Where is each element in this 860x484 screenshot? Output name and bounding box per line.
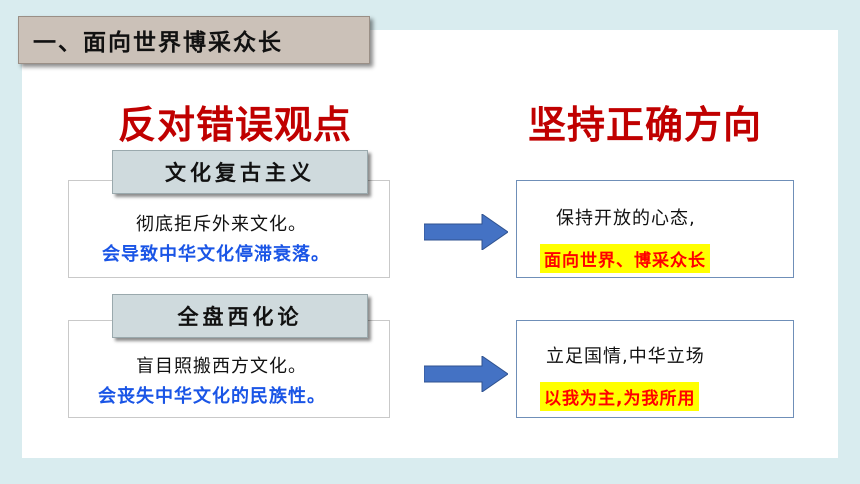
row1-right-highlight: 面向世界、博采众长 xyxy=(540,244,710,273)
row2-line1: 盲目照搬西方文化。 xyxy=(136,356,307,377)
row1-label: 文化复古主义 xyxy=(112,150,368,194)
row1-left-box xyxy=(68,180,390,278)
row1-right-line: 保持开放的心态, xyxy=(556,208,696,229)
section-title: 一、面向世界博采众长 xyxy=(18,16,370,64)
row2-right-highlight: 以我为主,为我所用 xyxy=(540,382,700,411)
row2-label: 全盘西化论 xyxy=(112,294,368,338)
row2-right-line: 立足国情,中华立场 xyxy=(546,346,705,367)
section-title-text: 一、面向世界博采众长 xyxy=(33,30,283,56)
row1-label-text: 文化复古主义 xyxy=(165,161,315,185)
row1-line2: 会导致中华文化停滞衰落。 xyxy=(102,244,330,265)
row1-line1: 彻底拒斥外来文化。 xyxy=(136,214,307,235)
row2-label-text: 全盘西化论 xyxy=(177,305,303,329)
heading-oppose: 反对错误观点 xyxy=(118,102,353,147)
row2-arrow-icon xyxy=(424,356,508,392)
heading-uphold: 坚持正确方向 xyxy=(528,102,763,147)
row1-arrow-icon xyxy=(424,214,508,250)
row2-line2: 会丧失中华文化的民族性。 xyxy=(98,386,326,407)
